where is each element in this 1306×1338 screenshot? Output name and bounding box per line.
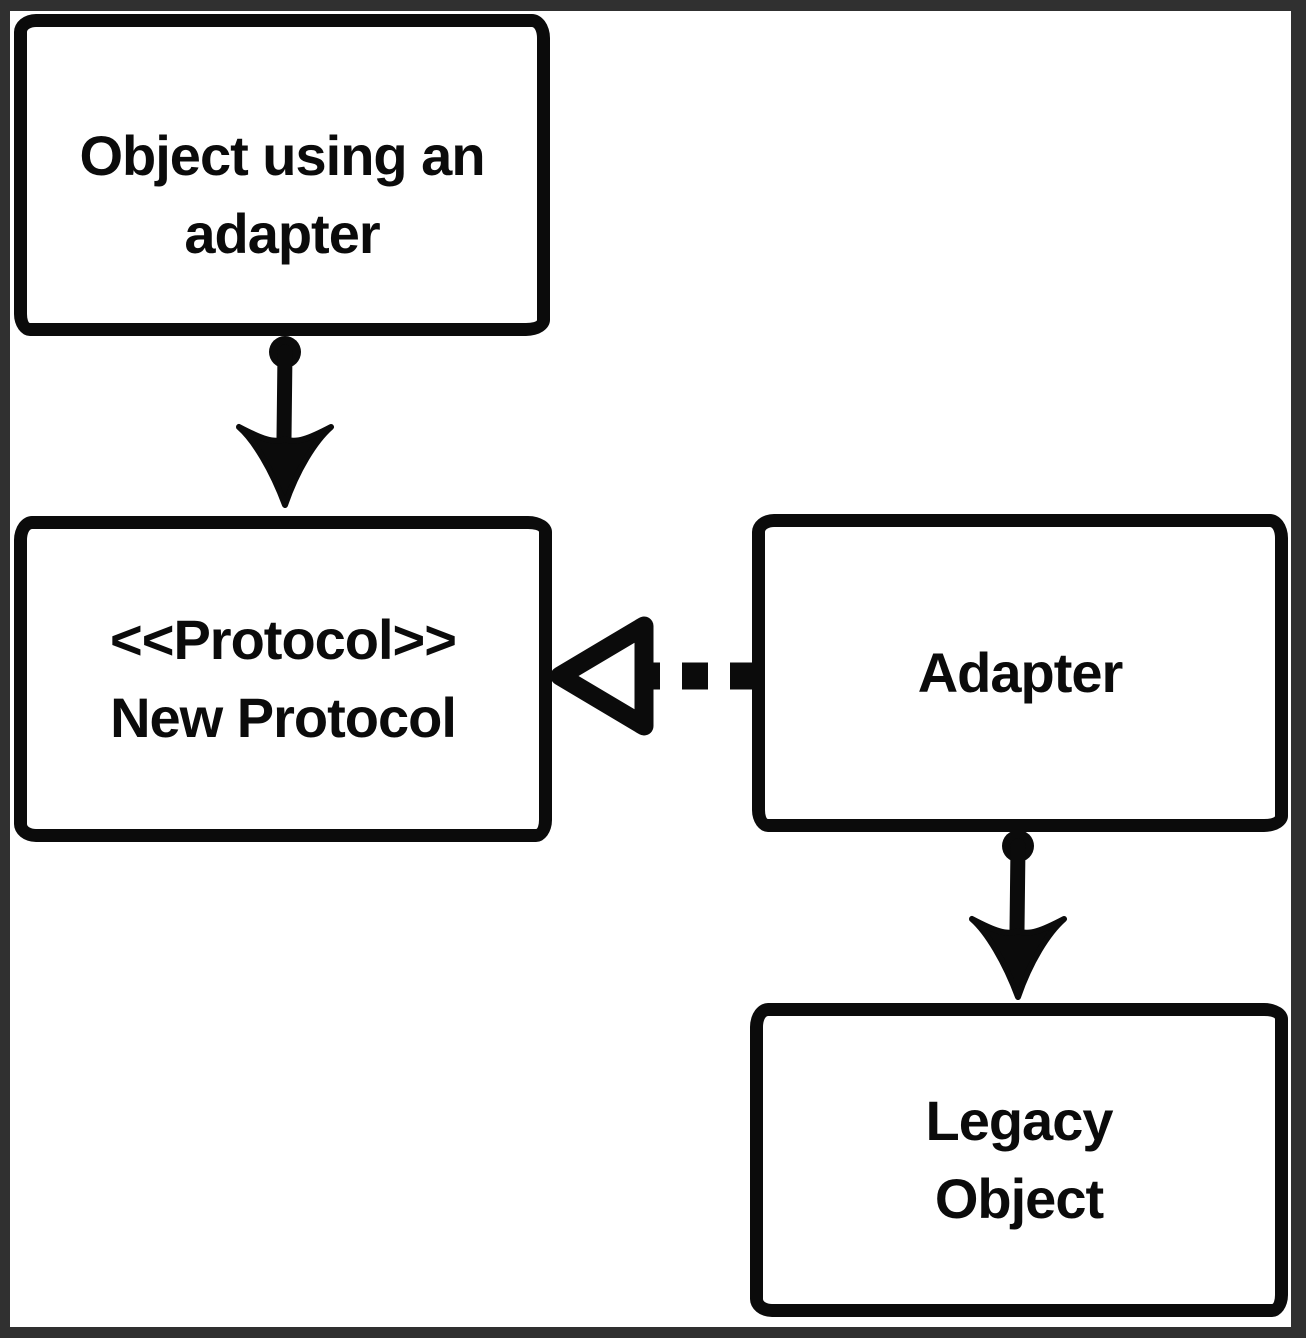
node-adapter-label: Adapter (917, 634, 1124, 712)
node-legacy-object: Legacy Object (750, 1003, 1288, 1317)
edge-adapter-to-protocol-dashed-arrow (550, 616, 756, 736)
node-label-line: Adapter (917, 641, 1124, 704)
node-object-using-adapter-label: Object using an adapter (79, 77, 485, 273)
node-label-line: New Protocol (110, 686, 457, 749)
edge-adapter-to-legacy-arrow (969, 830, 1067, 1000)
node-label-line: Legacy (925, 1089, 1114, 1152)
node-label-line: <<Protocol>> (110, 608, 457, 671)
node-adapter: Adapter (752, 514, 1288, 832)
edge-client-to-protocol-arrow (236, 336, 334, 508)
node-new-protocol: <<Protocol>> New Protocol (14, 516, 552, 842)
node-legacy-object-label: Legacy Object (925, 1082, 1114, 1238)
node-label-line: Object using an (79, 124, 485, 187)
node-label-line: Object (934, 1167, 1104, 1230)
node-label-line: adapter (184, 202, 380, 265)
node-new-protocol-label: <<Protocol>> New Protocol (110, 601, 457, 757)
open-arrowhead-icon (550, 616, 654, 736)
node-object-using-adapter: Object using an adapter (14, 14, 550, 336)
